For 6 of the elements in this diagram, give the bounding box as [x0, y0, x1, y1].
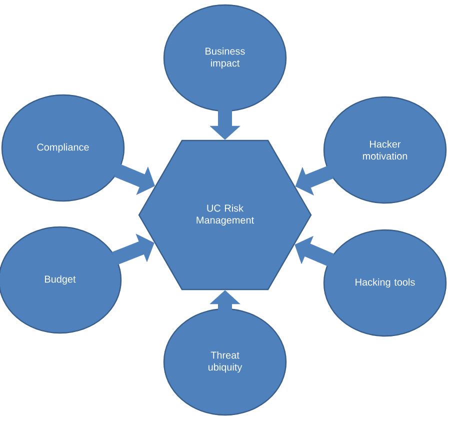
hexagon-node: UC Risk Management	[138, 140, 312, 290]
ellipse-node: Compliance	[1, 94, 125, 202]
ellipse-node: Hacking tools	[323, 229, 447, 337]
ellipse-node: Hacker motivation	[323, 96, 447, 204]
ellipse-node: Threat ubiquity	[163, 308, 287, 416]
ellipse-node: Business impact	[163, 4, 287, 112]
